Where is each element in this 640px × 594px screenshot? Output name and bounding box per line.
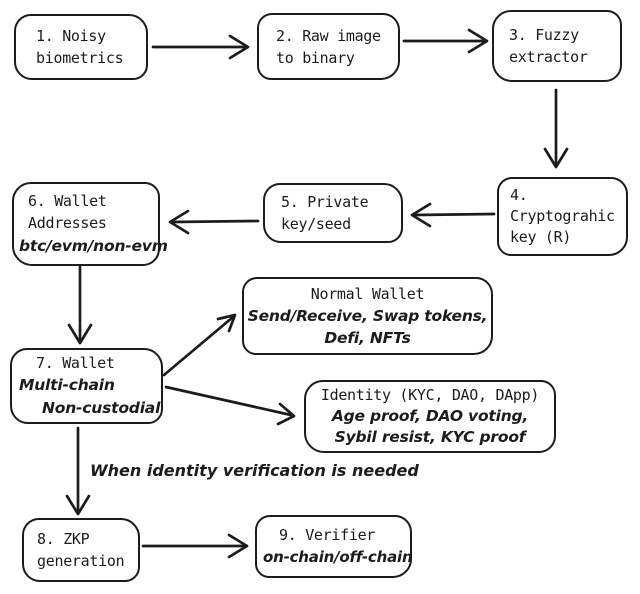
node-text: Non-custodial [42, 399, 161, 417]
node-text: biometrics [36, 49, 124, 67]
node-text: Addresses [28, 214, 107, 232]
node-normal-wallet: Normal Wallet Send/Receive, Swap tokens,… [242, 277, 493, 355]
node-text: 5. Private [281, 193, 369, 211]
node-text: Sybil resist, KYC proof [334, 428, 526, 446]
node-text: btc/evm/non-evm [19, 237, 168, 255]
node-9-verifier: 9. Verifier on-chain/off-chain [255, 515, 413, 578]
node-text: Send/Receive, Swap tokens, [247, 307, 488, 325]
arrow-5-to-6 [168, 209, 260, 235]
arrow-1-to-2 [151, 34, 250, 60]
node-text: Age proof, DAO voting, [331, 407, 529, 425]
node-text: 8. ZKP [37, 530, 90, 548]
arrow-3-to-4 [543, 88, 569, 169]
node-identity: Identity (KYC, DAO, DApp) Age proof, DAO… [304, 380, 556, 453]
node-8-zkp-generation: 8. ZKP generation [22, 518, 140, 582]
node-text: generation [37, 552, 125, 570]
node-4-cryptographic-key: 4. Cryptograhic key (R) [497, 177, 628, 256]
arrow-8-to-9 [141, 533, 249, 559]
arrow-2-to-3 [402, 28, 489, 54]
edge-condition-label: When identity verification is needed [90, 461, 419, 480]
node-1-noisy-biometrics: 1. Noisy biometrics [14, 14, 148, 80]
arrow-7-to-normal-wallet [162, 313, 237, 377]
node-title: Normal Wallet [310, 285, 425, 303]
node-text: on-chain/off-chain [263, 548, 413, 566]
node-text: key/seed [281, 215, 351, 233]
node-text: Defi, NFTs [324, 329, 411, 347]
node-text: Multi-chain [19, 376, 115, 394]
arrow-6-to-7 [67, 265, 93, 345]
node-text: 7. Wallet [36, 354, 115, 372]
node-text: 9. Verifier [279, 526, 376, 544]
node-text: to binary [276, 48, 355, 67]
node-2-raw-image-to-binary: 2. Raw image to binary [257, 13, 400, 80]
node-text: 3. Fuzzy [509, 26, 579, 44]
node-5-private-key-seed: 5. Private key/seed [263, 183, 403, 243]
node-text: Cryptograhic [510, 207, 615, 225]
node-text: 4. [510, 186, 528, 204]
node-text: 2. Raw image [276, 26, 381, 45]
arrow-4-to-5 [410, 202, 496, 228]
node-3-fuzzy-extractor: 3. Fuzzy extractor [492, 10, 622, 82]
arrow-7-to-identity [164, 385, 296, 426]
node-6-wallet-addresses: 6. Wallet Addresses btc/evm/non-evm [12, 182, 168, 266]
node-text: extractor [509, 48, 588, 66]
node-text: key (R) [510, 228, 572, 246]
node-title: Identity (KYC, DAO, DApp) [320, 386, 540, 404]
arrow-7-to-8 [65, 426, 91, 516]
node-text: 1. Noisy [36, 27, 106, 45]
node-7-wallet-multichain: 7. Wallet Multi-chain Non-custodial [10, 348, 163, 424]
node-text: 6. Wallet [28, 192, 107, 210]
